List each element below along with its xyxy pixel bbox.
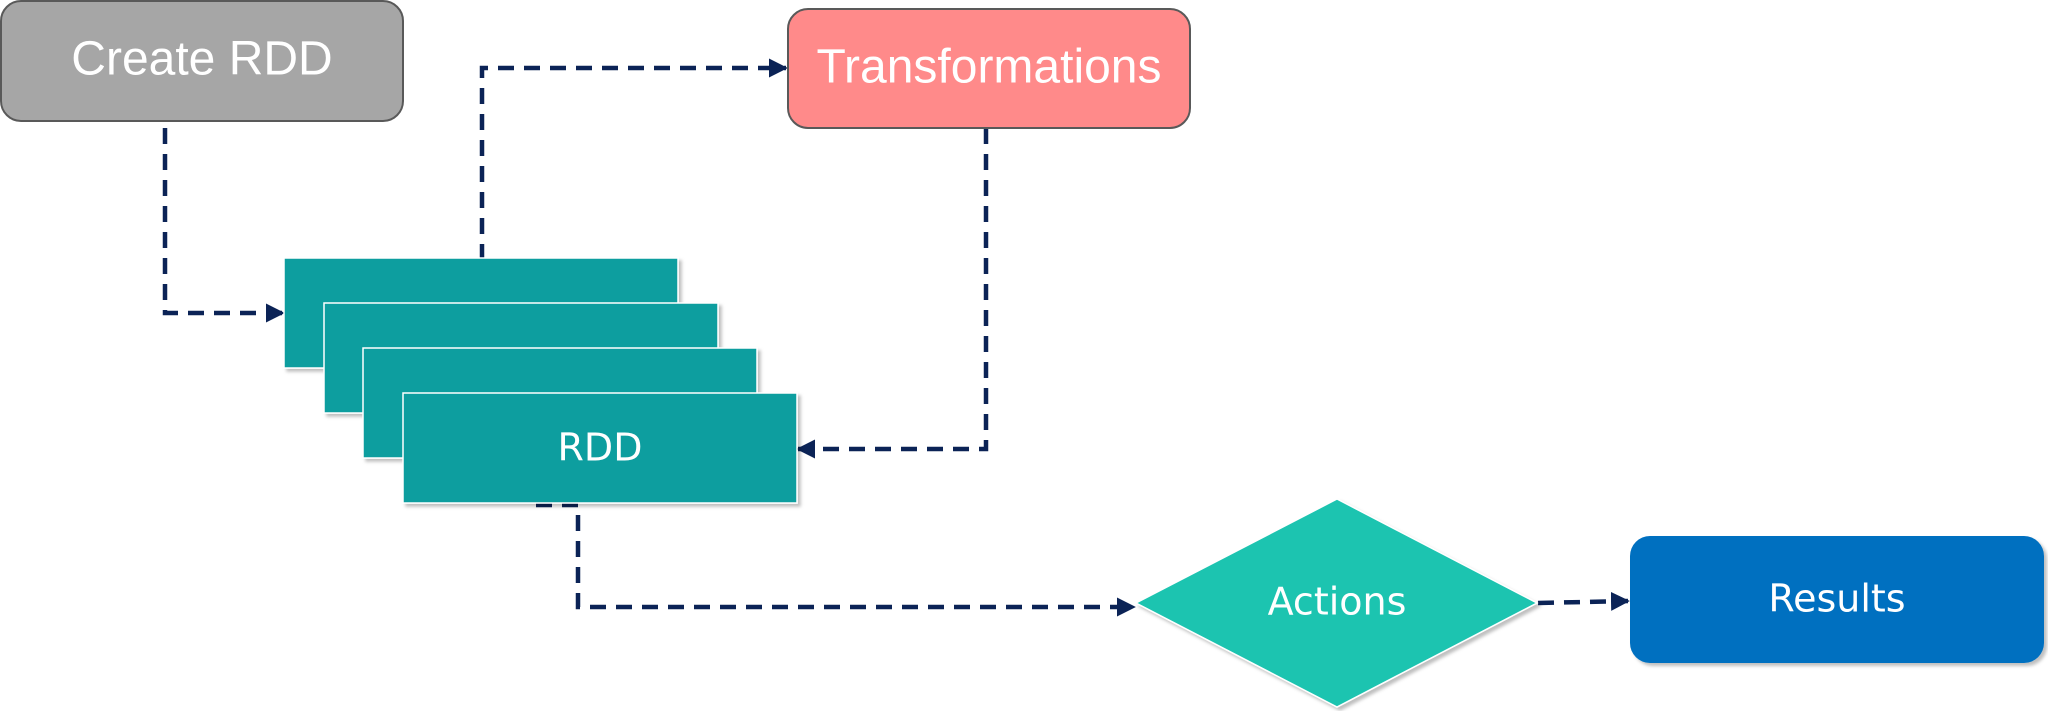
edge-actions-to-results [1537, 591, 1630, 611]
edge-rdd-to-actions [536, 502, 1136, 617]
rdd-box [402, 392, 798, 504]
edge-rdd-to-transformations [479, 58, 788, 260]
create-rdd-box [0, 0, 404, 122]
connectors [162, 58, 1630, 617]
rdd-stack: RDD [283, 257, 798, 504]
rdd-label: RDD [558, 426, 643, 470]
edge-transformations-to-rdd [796, 128, 989, 459]
actions-label: Actions [1268, 580, 1407, 624]
results-node: Results [1630, 536, 2044, 663]
results-box [1630, 536, 2044, 663]
create-rdd-label: Create RDD [71, 33, 332, 86]
transformations-box [787, 8, 1191, 129]
actions-diamond [1134, 498, 1539, 708]
transformations-node: Transformations [787, 8, 1191, 129]
actions-node: Actions [1134, 498, 1539, 708]
transformations-label: Transformations [817, 41, 1162, 94]
results-label: Results [1768, 577, 1905, 621]
create-rdd-node: Create RDD [0, 0, 404, 122]
edge-create-to-rdd [162, 128, 285, 323]
